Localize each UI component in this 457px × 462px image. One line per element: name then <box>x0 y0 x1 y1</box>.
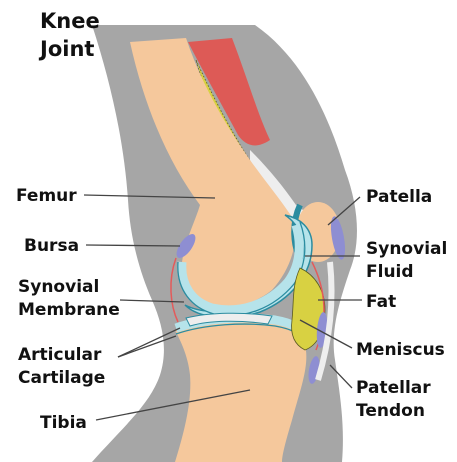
label-bursa: Bursa <box>24 236 79 256</box>
label-articular-cartilage: Articular Cartilage <box>18 345 107 388</box>
label-synovial-membrane: Synovial Membrane <box>18 277 120 320</box>
label-femur: Femur <box>16 186 77 206</box>
label-synovial-fluid: Synovial Fluid <box>366 239 453 282</box>
label-patella: Patella <box>366 187 432 207</box>
label-meniscus: Meniscus <box>356 340 445 360</box>
label-patellar-tendon: Patellar Tendon <box>356 378 437 421</box>
title-line-2: Joint <box>38 37 94 61</box>
label-tibia: Tibia <box>40 413 87 433</box>
label-fat: Fat <box>366 292 396 312</box>
title-line-1: Knee <box>40 9 100 33</box>
